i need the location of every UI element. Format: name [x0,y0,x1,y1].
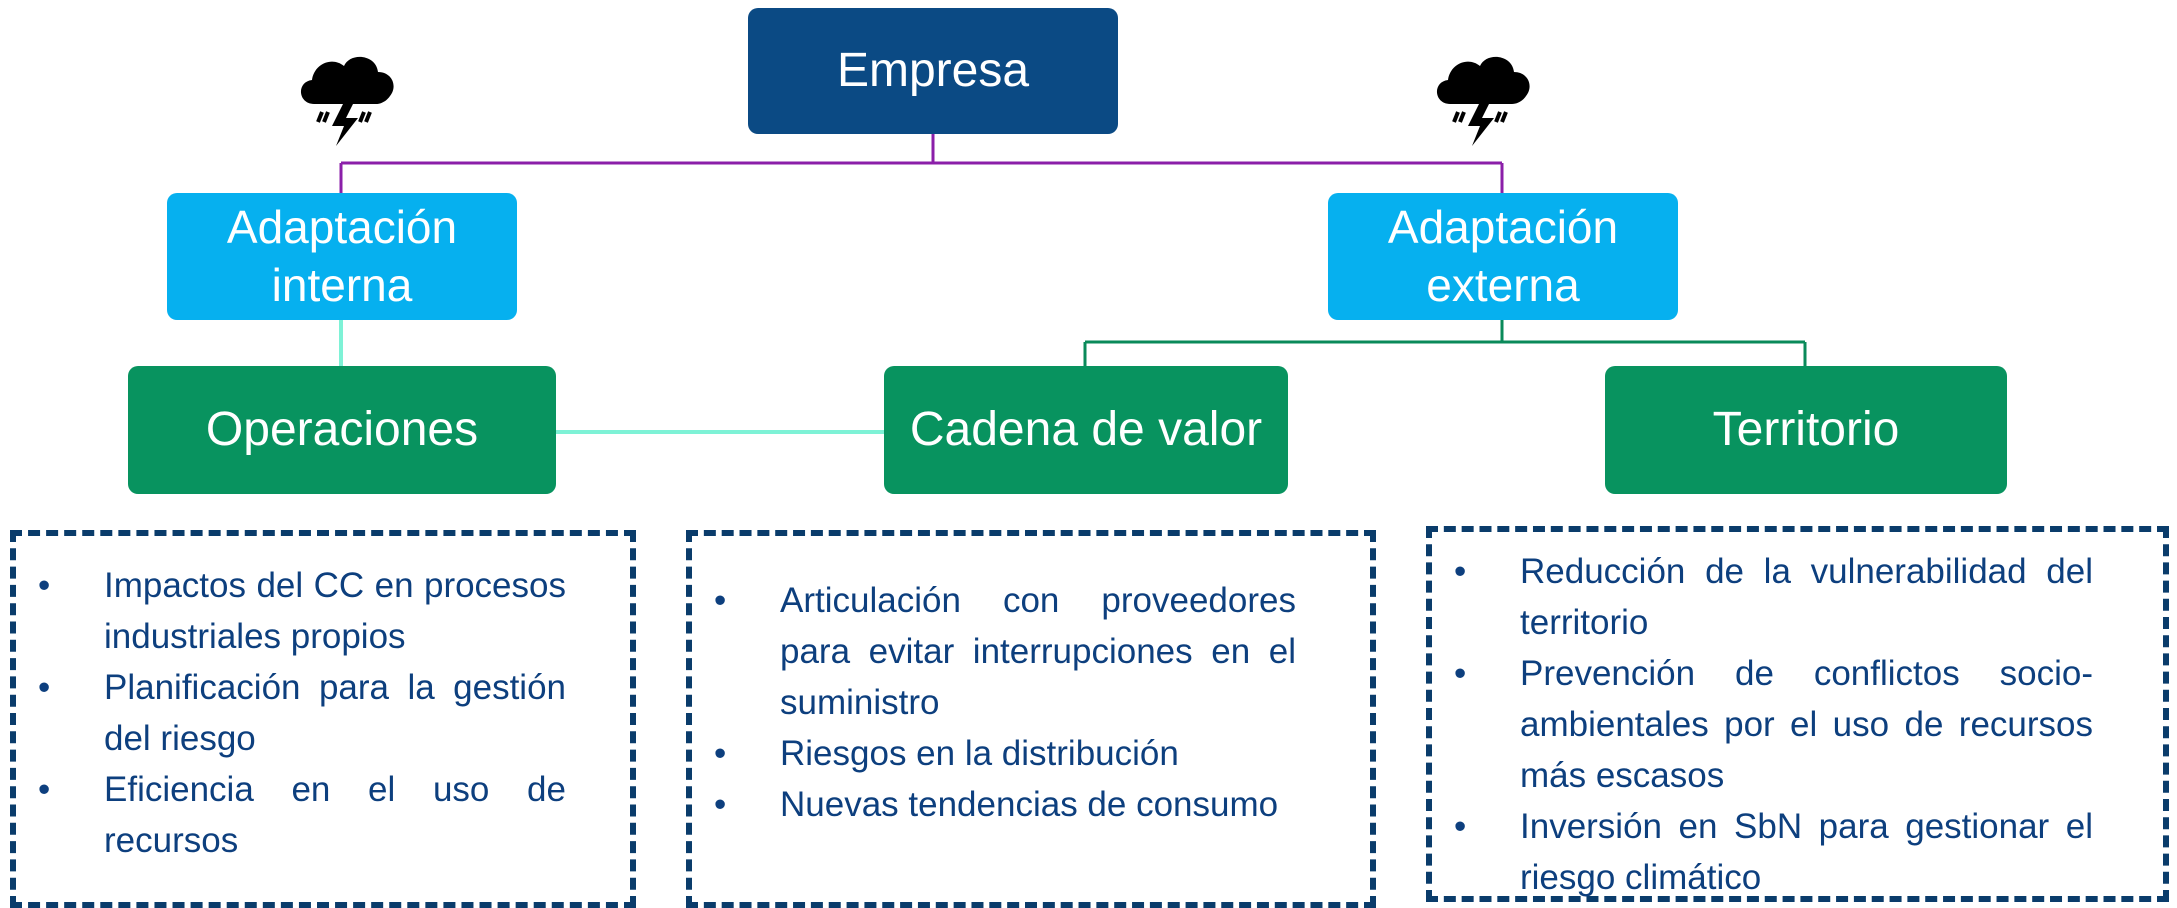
list-item: Articulación con proveedores para evitar… [692,575,1296,728]
list-item: Reducción de la vulnerabilidad del terri… [1432,546,2093,648]
operations-list: Impactos del CC en procesos industriales… [16,560,566,866]
territory-list-box: Reducción de la vulnerabilidad del terri… [1426,526,2169,902]
storm-cloud-icon [300,56,394,146]
root-node: Empresa [748,8,1118,134]
area-node-value-chain: Cadena de valor [884,366,1288,494]
branch-node-internal: Adaptación interna [167,193,517,320]
list-item: Nuevas tendencias de consumo [692,779,1296,830]
external-connector [1083,320,1807,366]
branch-node-external: Adaptación externa [1328,193,1678,320]
list-item: Impactos del CC en procesos industriales… [16,560,566,662]
list-item: Eficiencia en el uso de recursos [16,764,566,866]
list-item: Inversión en SbN para gestionar el riesg… [1432,801,2093,903]
value-chain-list-box: Articulación con proveedores para evitar… [686,530,1376,908]
root-connector [339,134,1504,193]
value-chain-list: Articulación con proveedores para evitar… [692,575,1296,830]
territory-list: Reducción de la vulnerabilidad del terri… [1432,546,2093,903]
list-item: Riesgos en la distribución [692,728,1296,779]
list-item: Planificación para la gestión del riesgo [16,662,566,764]
list-item: Prevención de conflictos socio-ambiental… [1432,648,2093,801]
operations-list-box: Impactos del CC en procesos industriales… [10,530,636,908]
area-node-operations: Operaciones [128,366,556,494]
storm-cloud-icon [1436,56,1530,146]
area-node-territory: Territorio [1605,366,2007,494]
